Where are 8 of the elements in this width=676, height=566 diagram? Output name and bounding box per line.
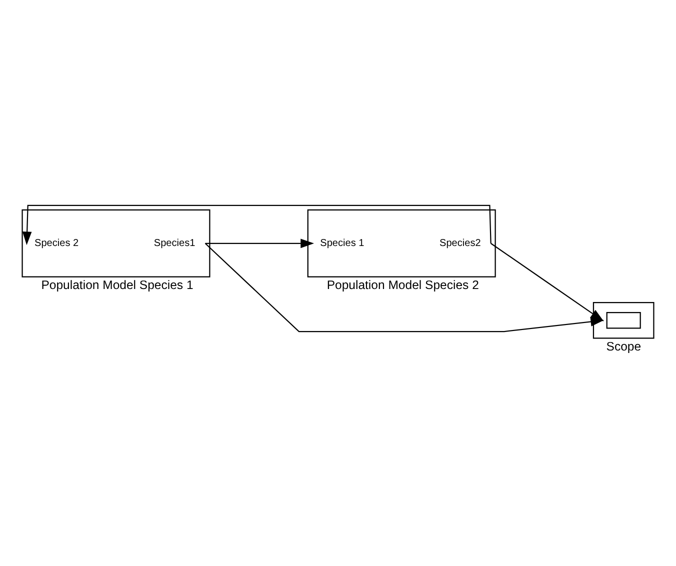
- arrow: [490, 242, 604, 322]
- node-box: Species 1 Species2: [307, 209, 496, 278]
- node-label: Population Model Species 2: [326, 278, 479, 292]
- arrow: [205, 238, 314, 248]
- node-label: Population Model Species 1: [41, 278, 194, 292]
- node-label: Scope: [606, 339, 642, 354]
- arrow: [22, 204, 492, 246]
- node-box: [592, 302, 654, 339]
